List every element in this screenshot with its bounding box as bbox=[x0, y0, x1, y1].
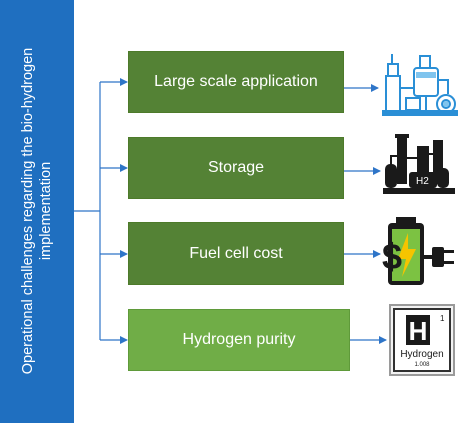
tank-label: H2 bbox=[416, 176, 429, 187]
element-symbol: H bbox=[409, 316, 428, 346]
box-fuel-cell-cost: Fuel cell cost bbox=[128, 222, 344, 285]
box-storage: Storage bbox=[128, 137, 344, 199]
box-label: Large scale application bbox=[154, 73, 318, 90]
element-mass: 1.008 bbox=[414, 362, 430, 368]
box-hydrogen-purity: Hydrogen purity bbox=[128, 309, 350, 371]
box-label: Hydrogen purity bbox=[182, 331, 296, 348]
element-name: Hydrogen bbox=[400, 349, 443, 360]
element-number: 1 bbox=[440, 314, 445, 323]
hydrogen-storage-tanks-icon: H2 bbox=[383, 134, 455, 194]
challenges-sidebar: Operational challenges regarding the bio… bbox=[0, 0, 74, 423]
box-large-scale-application: Large scale application bbox=[128, 51, 344, 113]
box-label: Fuel cell cost bbox=[189, 244, 283, 262]
industrial-plant-icon bbox=[382, 54, 458, 116]
svg-text:$: $ bbox=[382, 236, 402, 277]
hydrogen-element-icon: H 1 Hydrogen 1.008 bbox=[389, 304, 455, 376]
battery-dollar-plug-icon: $ bbox=[382, 217, 454, 285]
box-label: Storage bbox=[207, 159, 265, 176]
